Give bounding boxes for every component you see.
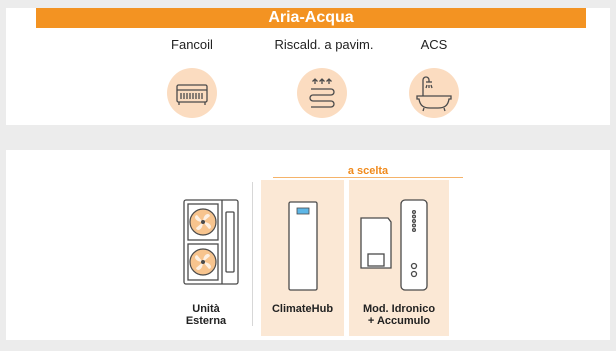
section-title: Aria-Acqua bbox=[36, 8, 586, 28]
outdoor-unit-label-line2: Esterna bbox=[185, 315, 227, 327]
outdoor-unit-icon bbox=[183, 199, 239, 285]
hydro-module-label: Mod. Idronico + Accumulo bbox=[349, 303, 449, 327]
bathtub-shower-icon bbox=[409, 68, 459, 118]
underfloor-heating-label: Riscald. a pavim. bbox=[274, 37, 374, 52]
units-panel: a scelta Unità Ester bbox=[6, 150, 610, 340]
choice-divider bbox=[273, 177, 463, 178]
climatehub-label: ClimateHub bbox=[261, 303, 344, 315]
outdoor-unit-label-line1: Unità bbox=[192, 303, 220, 315]
storage-tank-icon bbox=[400, 199, 428, 291]
climatehub-label-line1: ClimateHub bbox=[271, 303, 334, 315]
applications-panel: Aria-Acqua Fancoil Riscald. a pavim. ACS bbox=[6, 8, 610, 125]
underfloor-heating-icon bbox=[297, 68, 347, 118]
acs-label: ACS bbox=[420, 37, 448, 52]
fancoil-label: Fancoil bbox=[171, 37, 213, 52]
hydro-module-label-line2: + Accumulo bbox=[367, 315, 431, 327]
climatehub-icon bbox=[288, 201, 318, 291]
outdoor-unit-label: Unità Esterna bbox=[166, 303, 246, 327]
vertical-separator bbox=[252, 182, 253, 326]
hydro-module-label-line1: Mod. Idronico bbox=[362, 303, 436, 315]
hydro-module-icon bbox=[360, 217, 392, 269]
choice-label: a scelta bbox=[347, 165, 389, 177]
fancoil-icon bbox=[167, 68, 217, 118]
